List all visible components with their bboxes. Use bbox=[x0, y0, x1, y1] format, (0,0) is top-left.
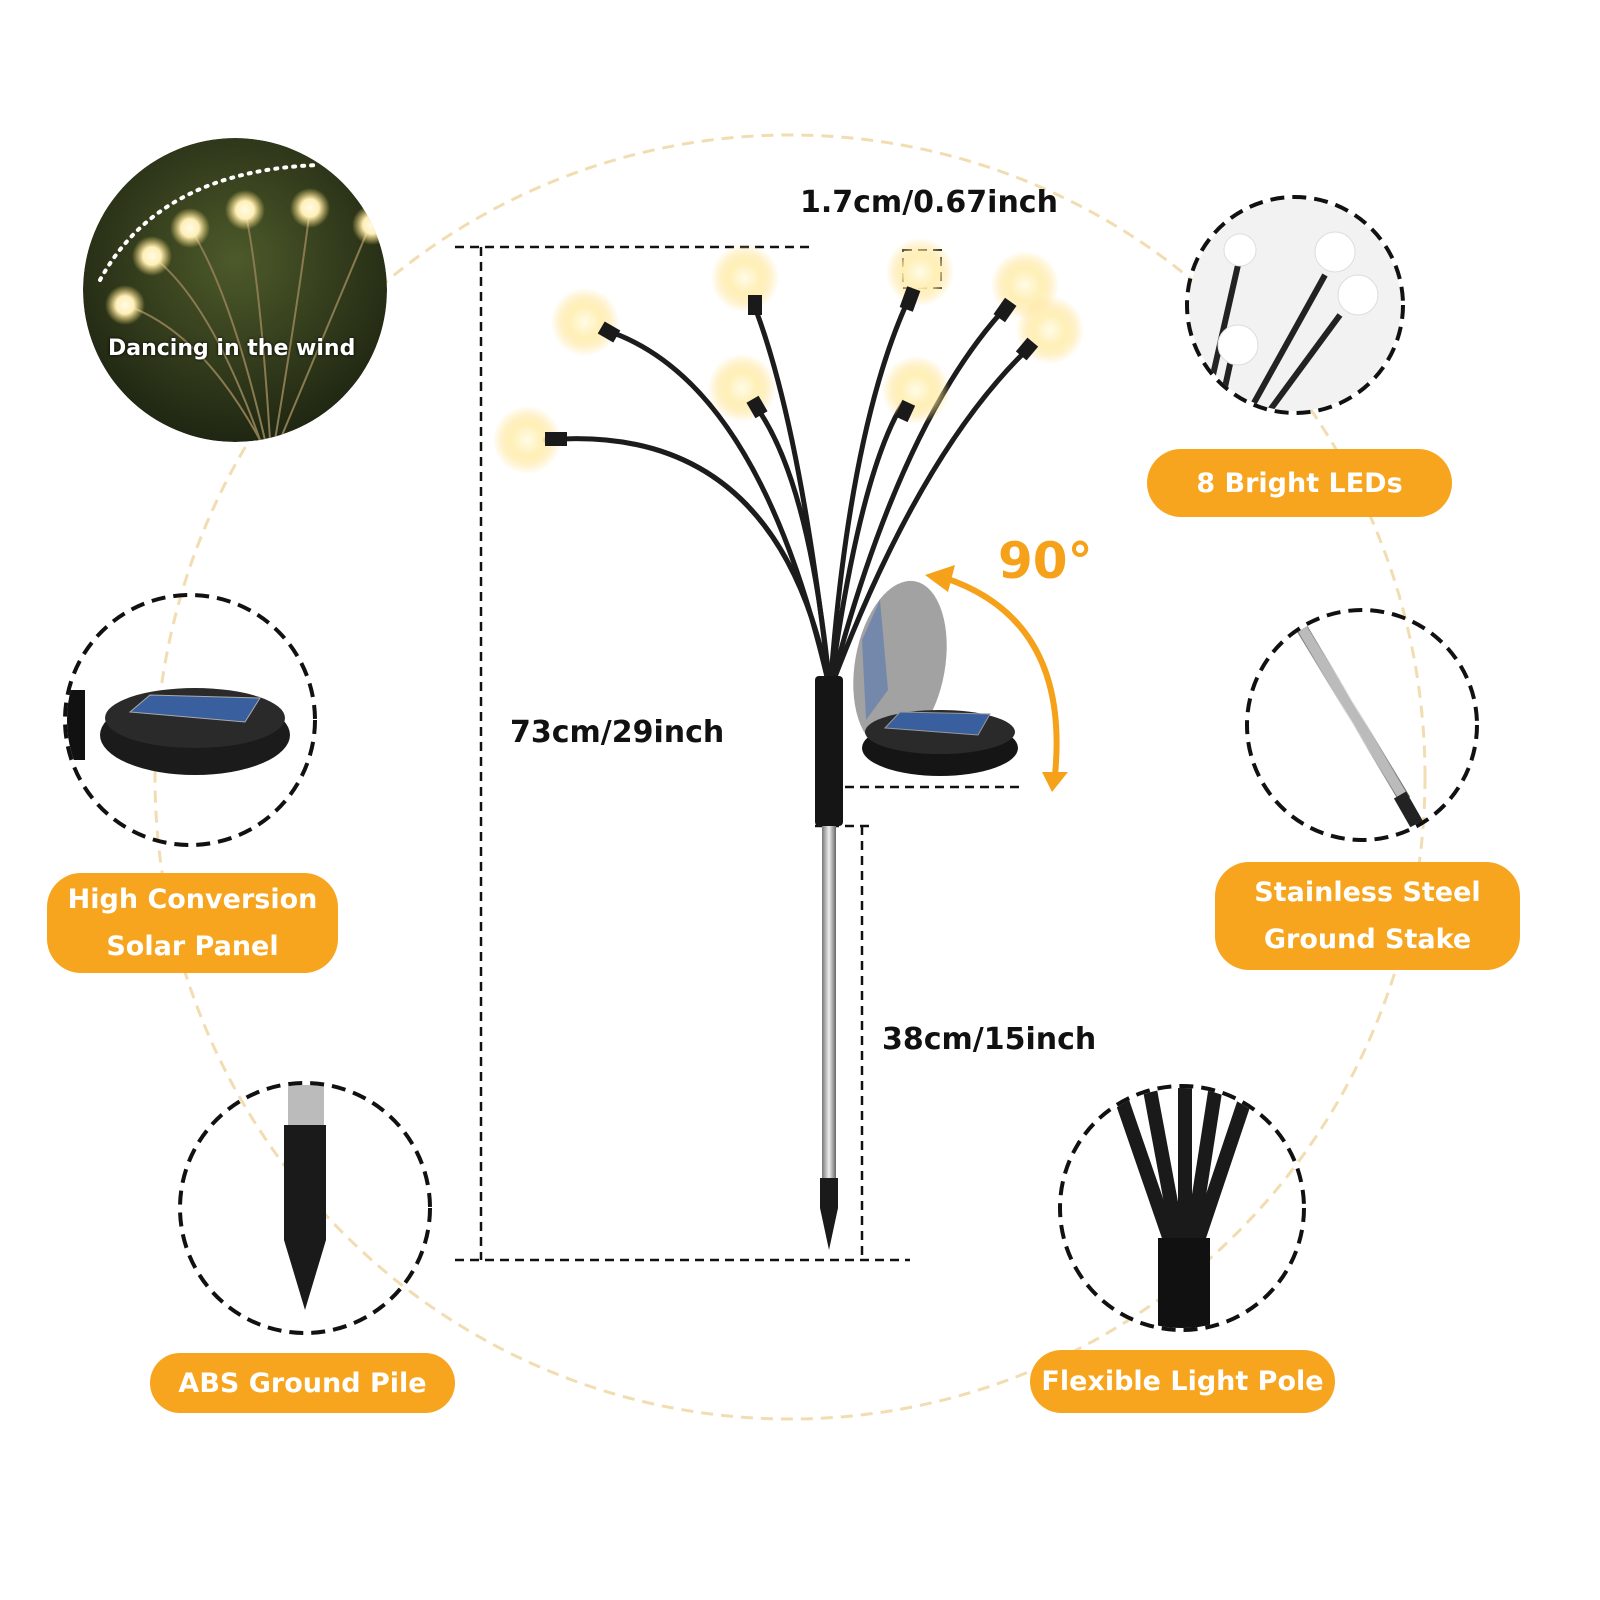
feature-badge-stake: Stainless Steel Ground Stake bbox=[1215, 862, 1520, 970]
badge-text: ABS Ground Pile bbox=[178, 1367, 427, 1399]
ground-pile-closeup bbox=[178, 1081, 432, 1335]
rotation-arrow bbox=[925, 565, 1068, 792]
stake-closeup bbox=[1245, 608, 1479, 842]
photo-caption: Dancing in the wind bbox=[108, 336, 356, 361]
badge-text-line2: Solar Panel bbox=[106, 931, 279, 962]
dancing-photo bbox=[83, 138, 387, 442]
flexible-pole-closeup bbox=[1058, 1084, 1306, 1332]
badge-text-line2: Ground Stake bbox=[1263, 924, 1472, 955]
badge-text: Flexible Light Pole bbox=[1041, 1366, 1324, 1397]
solar-panel-closeup bbox=[63, 593, 317, 847]
solar-panel bbox=[853, 580, 1018, 776]
led-closeup bbox=[1185, 195, 1405, 415]
badge-text-line1: High Conversion bbox=[67, 884, 318, 915]
height-label: 73cm/29inch bbox=[510, 715, 725, 750]
light-stems bbox=[542, 289, 1035, 693]
feature-badge-pole: Flexible Light Pole bbox=[1030, 1350, 1335, 1413]
led-bulbs bbox=[493, 238, 1084, 474]
bulb-size-label: 1.7cm/0.67inch bbox=[800, 185, 1058, 220]
guide-circle bbox=[153, 133, 1427, 1421]
badge-text-line1: Stainless Steel bbox=[1254, 877, 1481, 908]
feature-badge-pile: ABS Ground Pile bbox=[150, 1353, 455, 1413]
light-pole bbox=[815, 676, 843, 1250]
feature-badge-leds: 8 Bright LEDs bbox=[1147, 449, 1452, 517]
rotation-label: 90° bbox=[998, 532, 1093, 590]
feature-badge-solar: High Conversion Solar Panel bbox=[47, 873, 338, 973]
badge-text: 8 Bright LEDs bbox=[1196, 467, 1403, 499]
stake-length-label: 38cm/15inch bbox=[882, 1022, 1097, 1057]
